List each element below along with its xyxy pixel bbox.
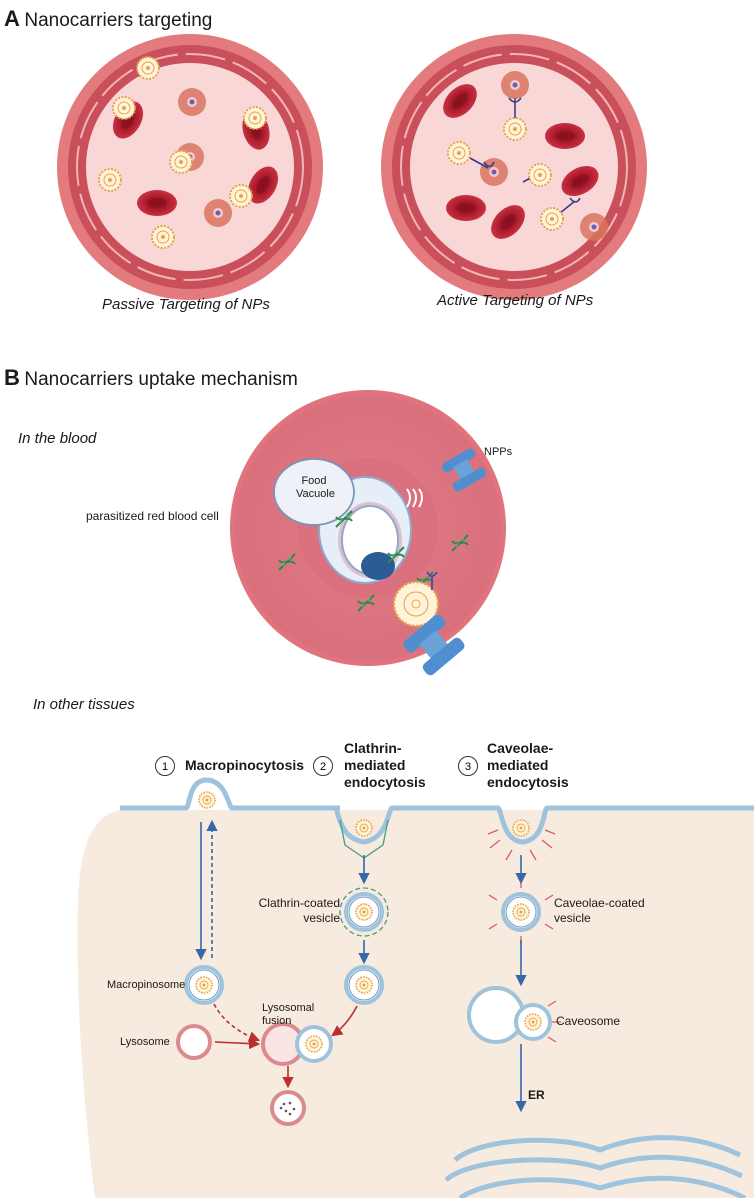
nanoparticle xyxy=(447,141,471,165)
nanoparticle xyxy=(243,106,267,130)
lysosome-degraded xyxy=(270,1090,306,1126)
food-vacuole xyxy=(273,458,355,526)
host-cell xyxy=(501,71,529,99)
nanoparticle xyxy=(503,117,527,141)
host-cell xyxy=(580,213,608,241)
nanoparticle xyxy=(112,96,136,120)
clathrin-cage xyxy=(339,887,389,937)
caveolae-coated-vesicle xyxy=(503,894,539,930)
lysosome xyxy=(176,1024,212,1060)
passive-caption: Passive Targeting of NPs xyxy=(102,296,270,313)
ligand-strands-icon xyxy=(406,488,423,508)
red-blood-cell xyxy=(446,195,486,221)
panel-a-label: A Nanocarriers targeting xyxy=(4,6,213,31)
panel-b-title: Nanocarriers uptake mechanism xyxy=(24,369,298,390)
step-3-number: 3 xyxy=(458,756,478,776)
nanoparticle xyxy=(540,207,564,231)
clathrin-coated-vesicle xyxy=(346,894,382,930)
caveolae-vesicle-label: Caveolae-coated vesicle xyxy=(554,896,645,925)
nanoparticle xyxy=(151,225,175,249)
step-3-title: Caveolae- mediated endocytosis xyxy=(487,740,569,790)
npp-channel-bottom xyxy=(403,614,465,676)
step-2-title: Clathrin- mediated endocytosis xyxy=(344,740,426,790)
food-vacuole-label: Food Vacuole xyxy=(296,475,335,500)
nanoparticle xyxy=(512,819,530,837)
plasma-membrane xyxy=(120,777,754,845)
er-label: ER xyxy=(528,1088,545,1102)
macropinosome-label: Macropinosome xyxy=(107,979,186,991)
caveolae-spikes xyxy=(488,880,554,944)
panel-b-label: B Nanocarriers uptake mechanism xyxy=(4,365,298,390)
blood-heading: In the blood xyxy=(18,430,97,447)
nanoparticle xyxy=(169,150,193,174)
step-1-number: 1 xyxy=(155,756,175,776)
step-2-number: 2 xyxy=(313,756,333,776)
npp-channel-top xyxy=(441,448,487,492)
arrows xyxy=(195,819,527,1113)
nanoparticle xyxy=(198,791,216,809)
macropinosome xyxy=(186,967,222,1003)
caveolae-coat xyxy=(487,829,556,861)
passive-vessel xyxy=(57,34,323,300)
nanoparticle-large xyxy=(392,580,440,628)
active-vessel xyxy=(381,34,647,300)
npps-label: NPPs xyxy=(484,446,513,458)
step-1-title: Macropinocytosis xyxy=(185,757,305,773)
lysosomal-fusion-label: Lysosomal fusion xyxy=(262,1002,315,1027)
endoplasmic-reticulum xyxy=(444,1135,747,1198)
nanoparticle xyxy=(355,819,373,837)
caveosome xyxy=(467,986,561,1044)
receptor-icon xyxy=(426,571,438,590)
tissues-heading: In other tissues xyxy=(33,696,135,713)
red-blood-cell xyxy=(545,123,585,149)
nanoparticle xyxy=(229,184,253,208)
host-cell xyxy=(204,199,232,227)
endosome xyxy=(346,967,382,1003)
nanoparticle xyxy=(98,168,122,192)
tissue-cytoplasm xyxy=(77,810,754,1198)
parasitized-rbc xyxy=(230,390,506,676)
red-blood-cell xyxy=(137,190,177,216)
clathrin-vesicle-label: Clathrin-coated vesicle xyxy=(258,896,340,925)
lysosome-label: Lysosome xyxy=(120,1036,170,1048)
rbc-label: parasitized red blood cell xyxy=(86,509,219,523)
nanoparticle xyxy=(528,163,552,187)
active-caption: Active Targeting of NPs xyxy=(437,292,594,309)
panel-a-title: Nanocarriers targeting xyxy=(24,10,213,31)
caveosome-label: Caveosome xyxy=(556,1014,621,1028)
nanoparticle xyxy=(136,56,160,80)
host-cell xyxy=(178,88,206,116)
lysosomal-fusion xyxy=(261,1022,333,1066)
parasite-nucleus xyxy=(361,552,395,580)
